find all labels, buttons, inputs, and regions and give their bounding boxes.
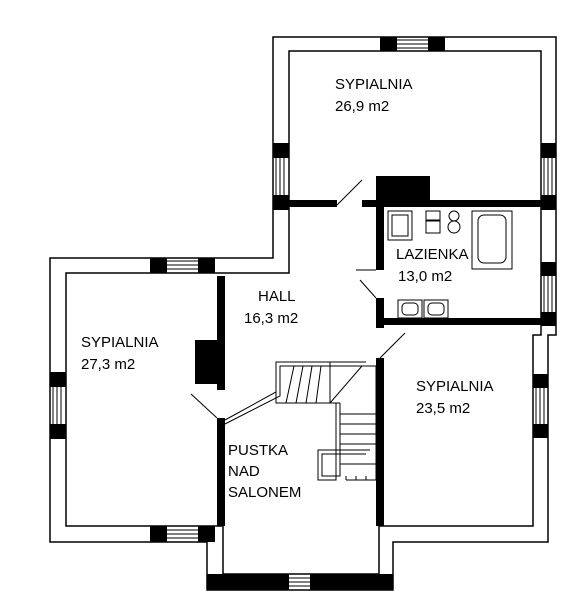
- room-name: HALL: [258, 288, 296, 305]
- room-area: 27,3 m2: [81, 356, 135, 373]
- room-labels: SYPIALNIA 26,9 m2 LAZIENKA 13,0 m2 HALL …: [81, 76, 494, 501]
- room-area: 13,0 m2: [398, 268, 452, 285]
- room-name-line: PUSTKA: [228, 442, 288, 459]
- room-name: SYPIALNIA: [335, 76, 413, 93]
- room-name-line: NAD: [228, 463, 260, 480]
- interior-walls: [195, 176, 541, 526]
- room-name: SYPIALNIA: [81, 334, 159, 351]
- bathroom-fixtures: [387, 210, 513, 319]
- exterior-walls: [49, 36, 557, 591]
- room-area: 26,9 m2: [335, 98, 389, 115]
- room-name: SYPIALNIA: [416, 378, 494, 395]
- staircase: [224, 361, 377, 481]
- window-lines: [52, 39, 553, 587]
- room-area: 16,3 m2: [244, 310, 298, 327]
- doors: [190, 179, 406, 419]
- room-name-line: SALONEM: [228, 484, 301, 501]
- room-name: LAZIENKA: [396, 246, 469, 263]
- windows: [50, 37, 556, 590]
- room-area: 23,5 m2: [416, 400, 470, 417]
